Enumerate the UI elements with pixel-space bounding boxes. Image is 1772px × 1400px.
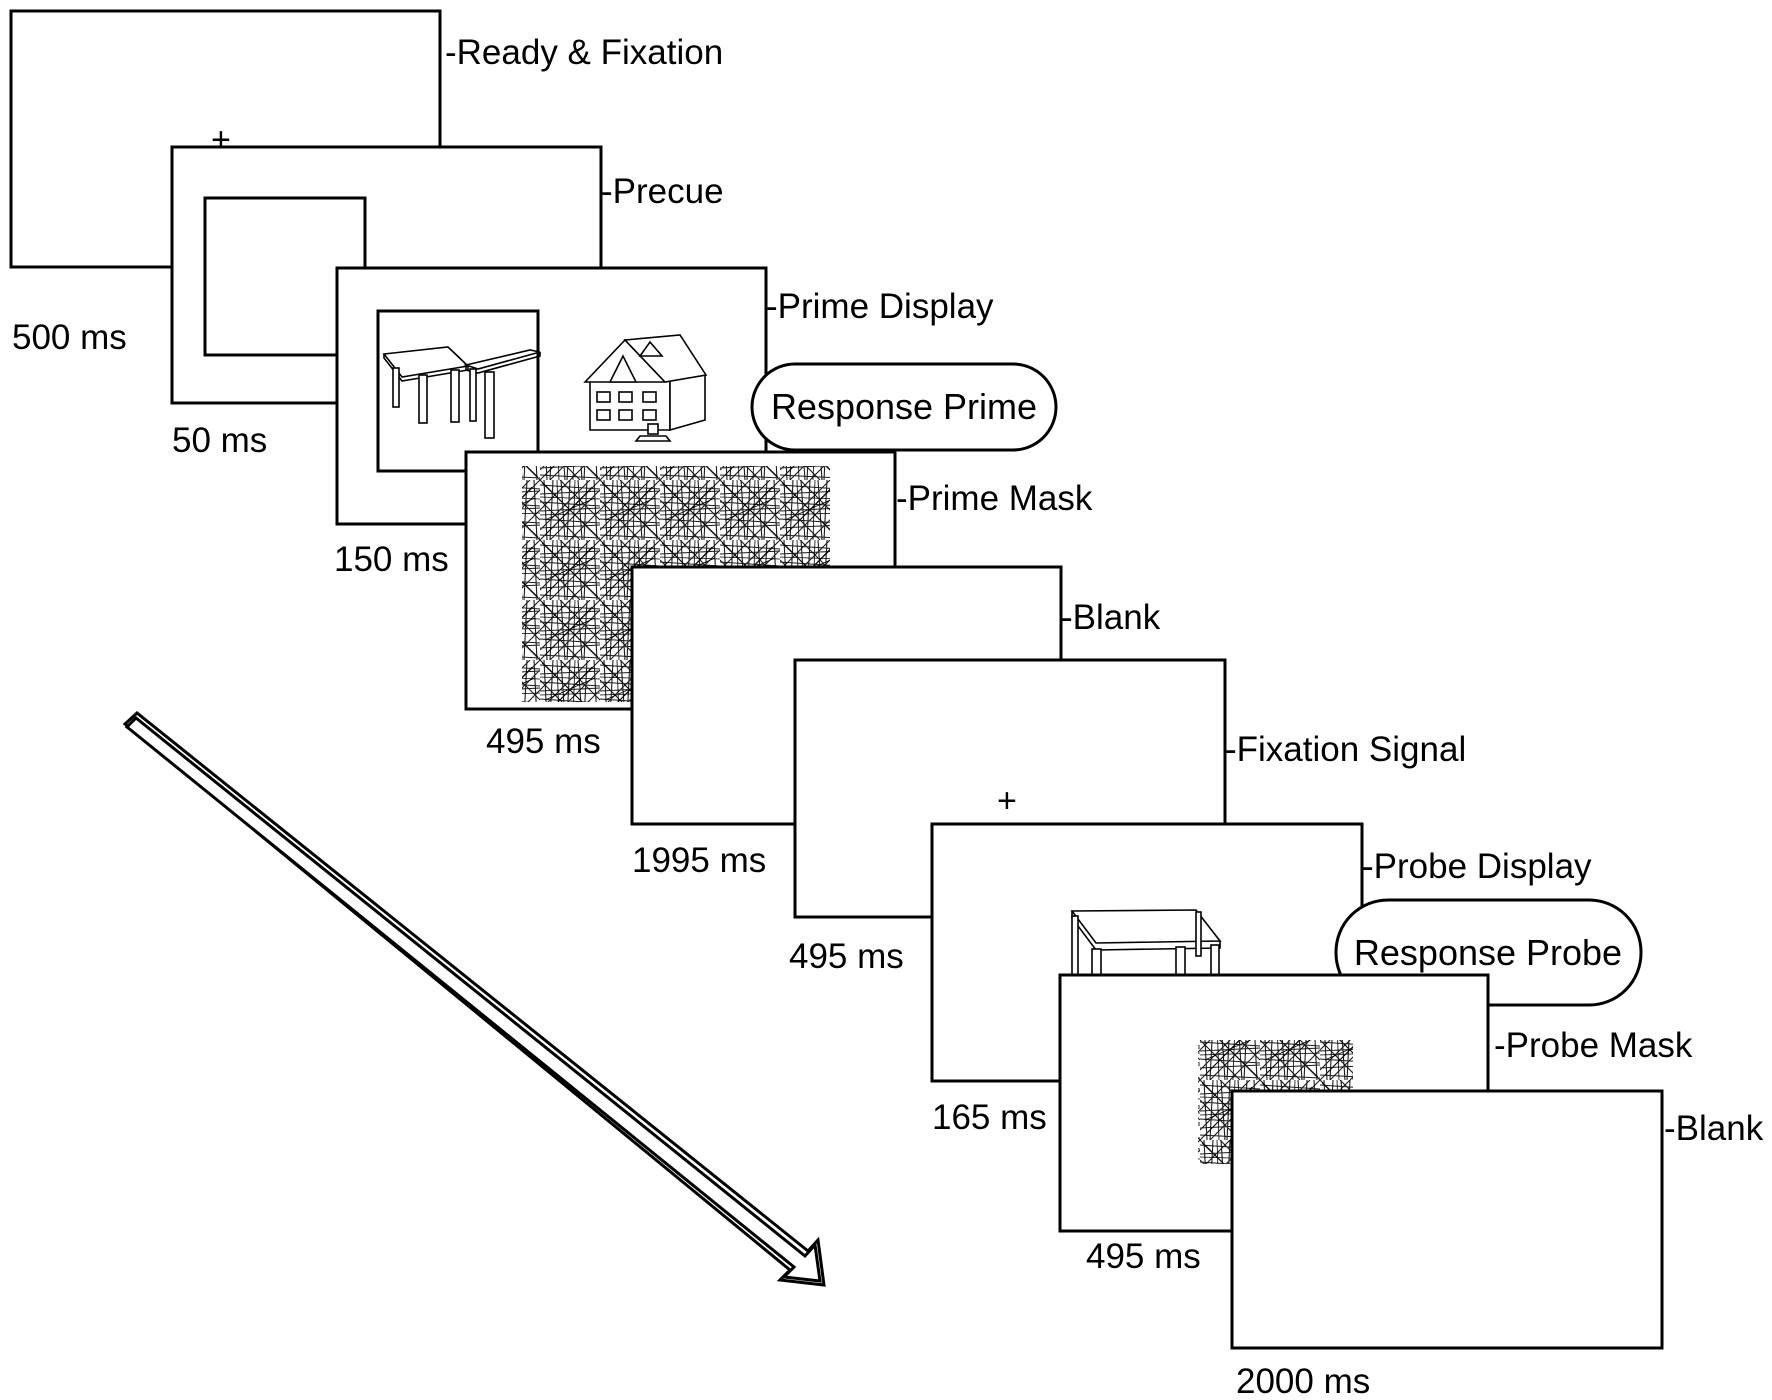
stage-duration: 495 ms [486, 722, 601, 761]
house-icon [583, 334, 708, 442]
response-prime: Response Prime [750, 362, 1058, 452]
stage-label: -Probe Display [1362, 847, 1592, 886]
stage-duration: 500 ms [12, 318, 127, 357]
stage-duration: 495 ms [789, 937, 904, 976]
stage-label: -Ready & Fixation [445, 33, 723, 72]
stage-frame [1230, 1089, 1664, 1350]
response-prime-label: Response Prime [771, 386, 1037, 427]
stage-label: -Fixation Signal [1225, 730, 1466, 769]
stage-duration: 495 ms [1086, 1237, 1201, 1276]
response-probe-label: Response Probe [1354, 932, 1622, 973]
stage-duration: 1995 ms [632, 841, 766, 880]
response-probe: Response Probe [1334, 898, 1643, 1007]
fixation-cross-icon: + [997, 782, 1017, 820]
table-icon [463, 349, 541, 439]
stage-blank-final: -Blank 2000 ms [1230, 1089, 1764, 1400]
stage-duration: 50 ms [172, 421, 267, 460]
stage-label: -Probe Mask [1494, 1026, 1693, 1065]
stage-label: -Blank [1061, 598, 1161, 637]
stage-label: -Blank [1664, 1109, 1764, 1148]
stage-duration: 2000 ms [1236, 1362, 1370, 1400]
stage-fixation-signal: -Fixation Signal 495 ms + [789, 658, 1466, 976]
stage-label: -Prime Mask [896, 479, 1093, 518]
stage-label: -Prime Display [766, 287, 994, 326]
response-prime-pill [750, 362, 1058, 452]
stage-duration: 165 ms [932, 1098, 1047, 1137]
table-icon [382, 346, 470, 424]
arrow-icon [122, 711, 826, 1287]
stage-label: -Precue [601, 172, 724, 211]
stage-duration: 150 ms [334, 540, 449, 579]
